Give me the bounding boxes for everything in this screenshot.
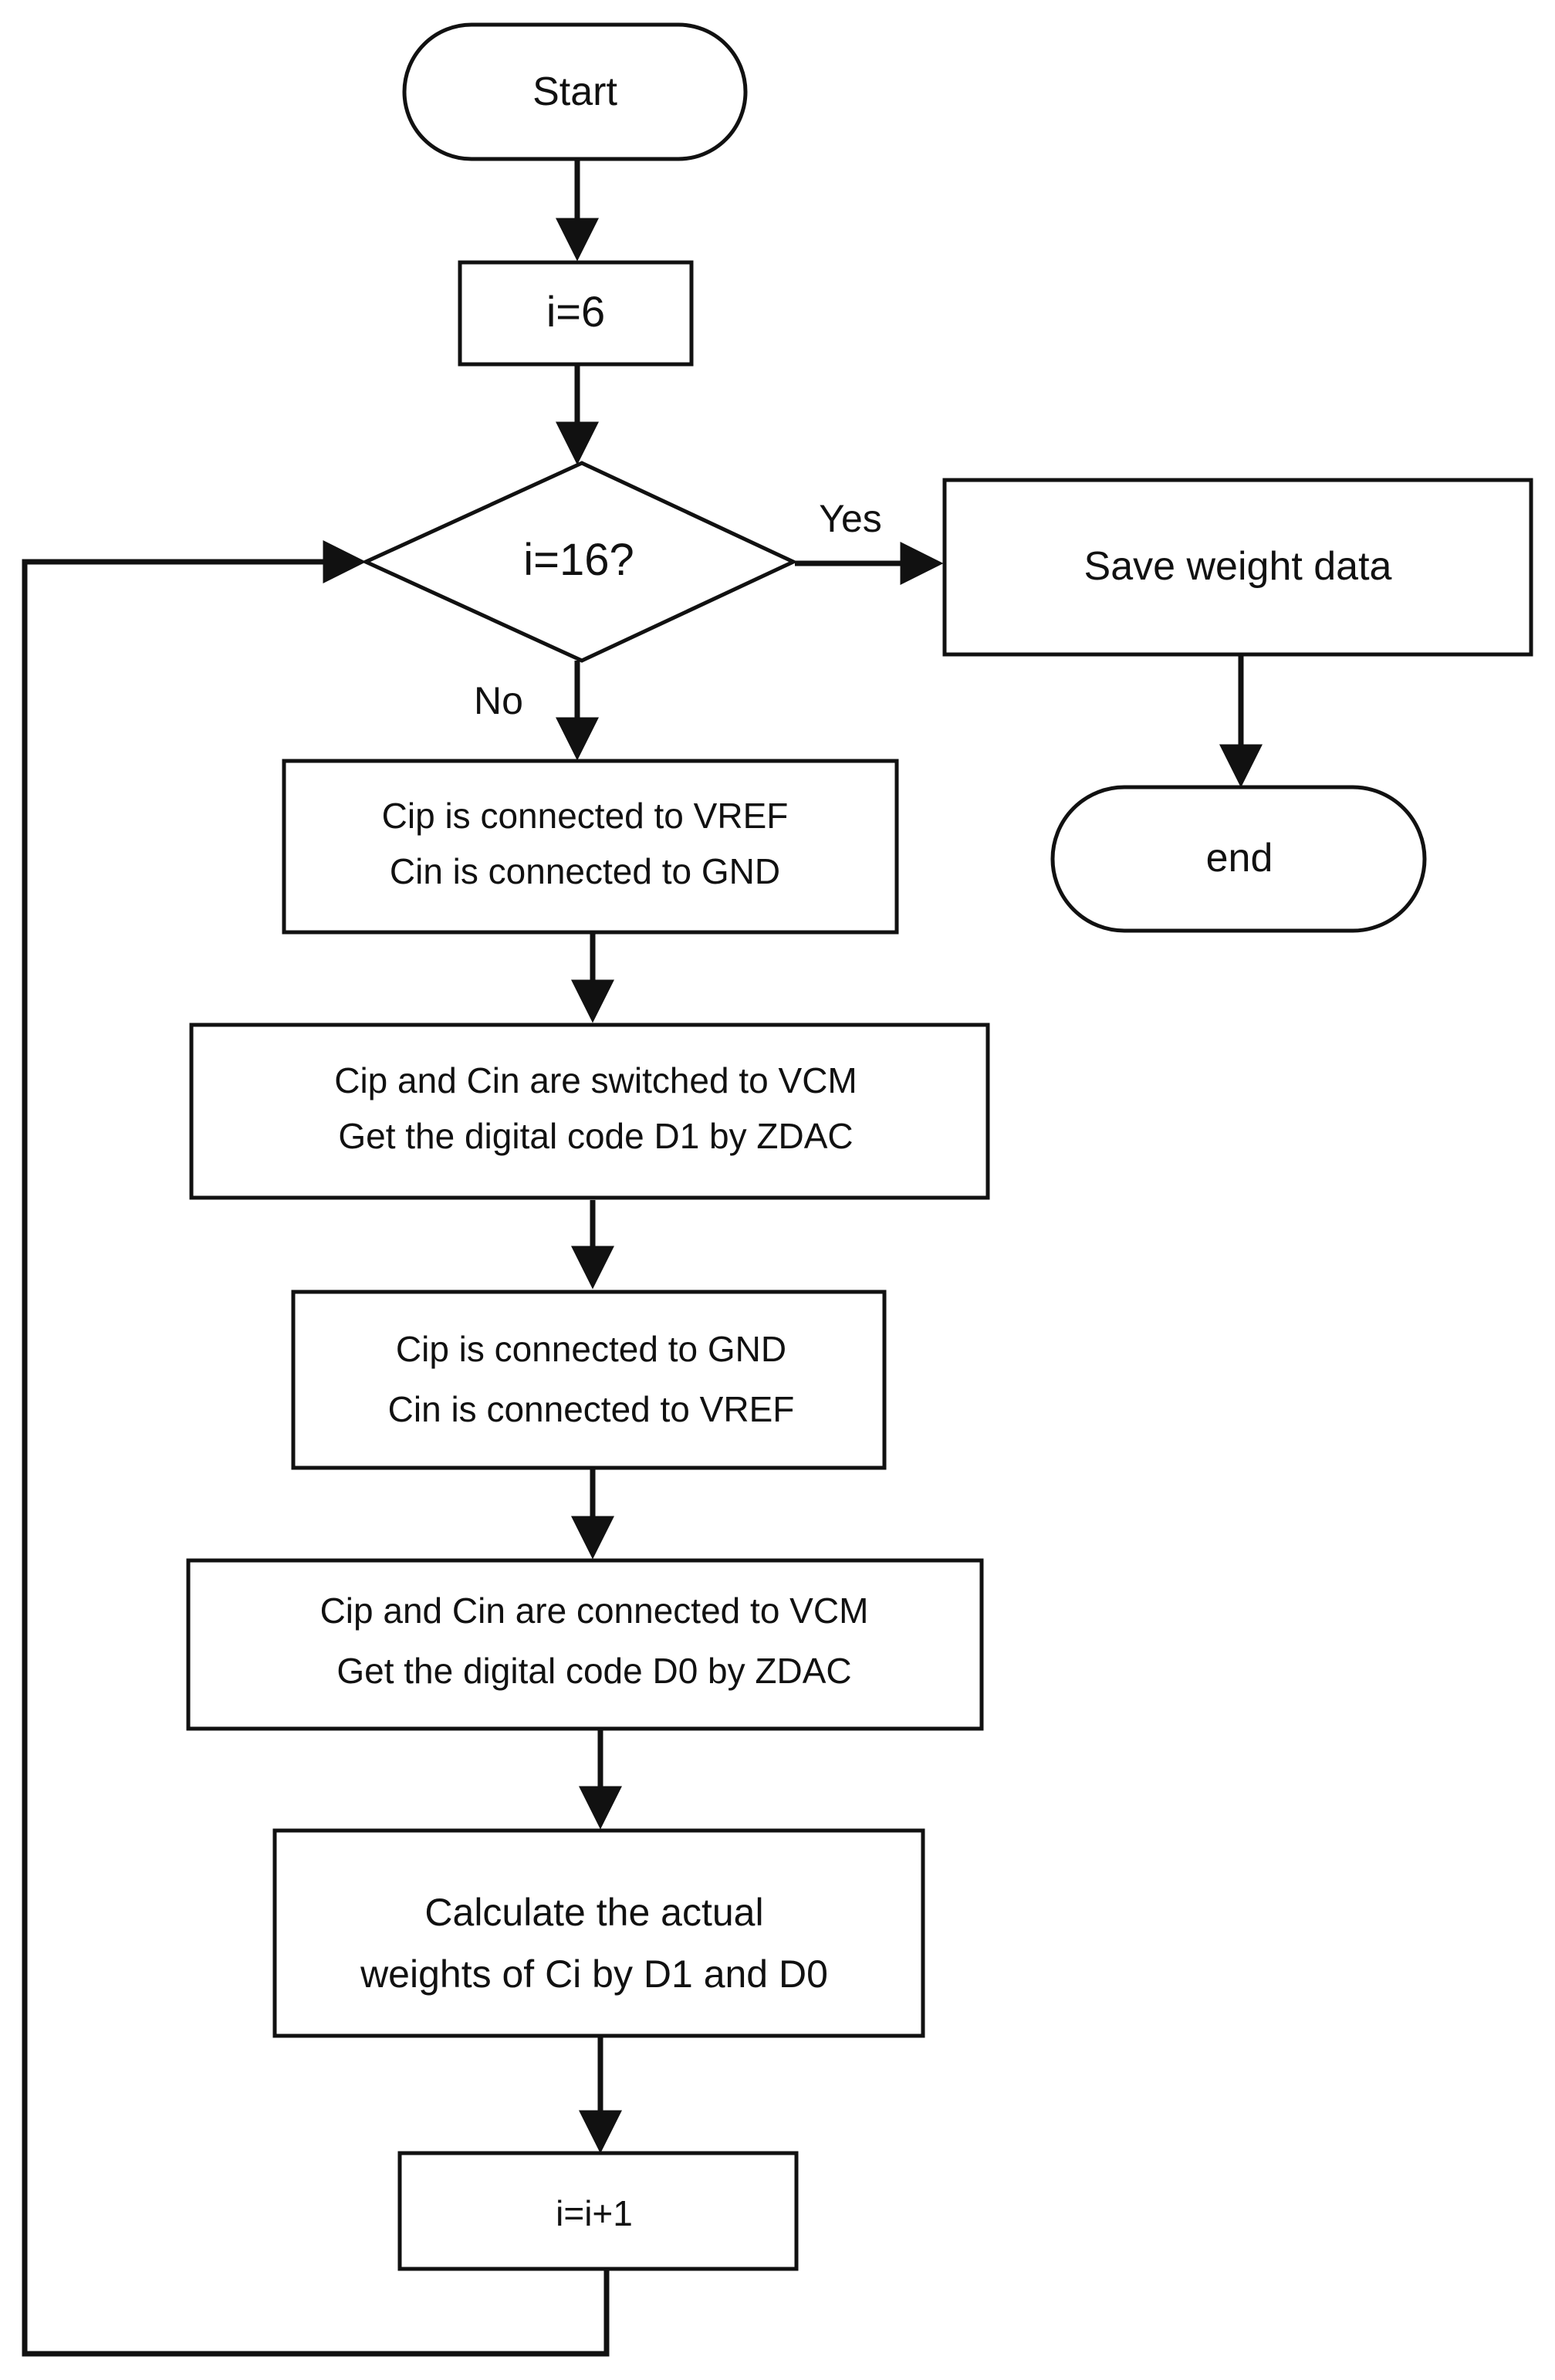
node-text-line: Cin is connected to GND bbox=[390, 851, 780, 891]
node-increment: i=i+1 bbox=[397, 2151, 799, 2271]
node-text-line: i=6 bbox=[546, 287, 605, 336]
node-text-line: Get the digital code D1 by ZDAC bbox=[338, 1116, 853, 1156]
save-process-box bbox=[942, 478, 1533, 657]
node-text-line: i=i+1 bbox=[556, 2193, 633, 2233]
node-text: Start bbox=[532, 69, 617, 114]
node-start: Start bbox=[402, 22, 748, 161]
node-text-line: Get the digital code D0 by ZDAC bbox=[336, 1651, 851, 1691]
node-text: i=6 bbox=[546, 287, 605, 336]
start-terminal-shape bbox=[402, 22, 748, 161]
node-text-line: weights of Ci by D1 and D0 bbox=[360, 1952, 828, 1996]
node-step1: Cip is connected to VREF Cin is connected… bbox=[282, 759, 899, 935]
node-text-line: Cip and Cin are connected to VCM bbox=[320, 1591, 869, 1631]
node-text: Cip and Cin are connected to VCM Get the … bbox=[320, 1591, 869, 1691]
node-text: Save weight data bbox=[1084, 544, 1392, 589]
node-text-line: Cin is connected to VREF bbox=[388, 1389, 795, 1429]
edge-label-no: No bbox=[474, 679, 523, 722]
node-text: end bbox=[1206, 836, 1273, 881]
step5-process-box bbox=[272, 1828, 925, 2038]
node-text: Cip and Cin are switched to VCM Get the d… bbox=[334, 1060, 857, 1156]
node-text: i=i+1 bbox=[556, 2193, 633, 2233]
node-init: i=6 bbox=[458, 260, 694, 367]
node-text-line: end bbox=[1206, 836, 1273, 881]
node-text-line: Calculate the actual bbox=[424, 1891, 763, 1934]
node-decision: i=16? bbox=[360, 461, 798, 663]
step2-process-box bbox=[189, 1023, 990, 1200]
edge-increment-loop-to-decision bbox=[22, 540, 610, 2357]
node-text-line: Cip and Cin are switched to VCM bbox=[334, 1060, 857, 1100]
node-step5: Calculate the actual weights of Ci by D1 … bbox=[272, 1828, 925, 2038]
step4-process-box bbox=[186, 1558, 984, 1731]
node-text-line: Cip is connected to VREF bbox=[382, 796, 789, 836]
node-text-line: Cip is connected to GND bbox=[396, 1329, 786, 1369]
node-step2: Cip and Cin are switched to VCM Get the d… bbox=[189, 1023, 990, 1200]
node-text-line: Start bbox=[532, 69, 617, 114]
node-text-line: Save weight data bbox=[1084, 544, 1392, 589]
edges bbox=[22, 161, 1263, 2357]
step1-process-box bbox=[282, 759, 899, 935]
node-text-line: i=16? bbox=[523, 535, 634, 585]
init-process-box bbox=[458, 260, 694, 367]
node-text: i=16? bbox=[523, 535, 634, 585]
node-end: end bbox=[1050, 785, 1427, 933]
node-save: Save weight data bbox=[942, 478, 1533, 657]
step3-process-box bbox=[291, 1290, 887, 1470]
increment-process-box bbox=[397, 2151, 799, 2271]
node-step4: Cip and Cin are connected to VCM Get the … bbox=[186, 1558, 984, 1731]
end-terminal-shape bbox=[1050, 785, 1427, 933]
decision-diamond bbox=[360, 461, 798, 663]
edge-label-yes: Yes bbox=[819, 497, 882, 540]
node-step3: Cip is connected to GND Cin is connected … bbox=[291, 1290, 887, 1470]
node-text: Cip is connected to GND Cin is connected … bbox=[388, 1329, 795, 1429]
node-text: Cip is connected to VREF Cin is connected… bbox=[382, 796, 789, 891]
node-text: Calculate the actual weights of Ci by D1 … bbox=[360, 1891, 828, 1996]
